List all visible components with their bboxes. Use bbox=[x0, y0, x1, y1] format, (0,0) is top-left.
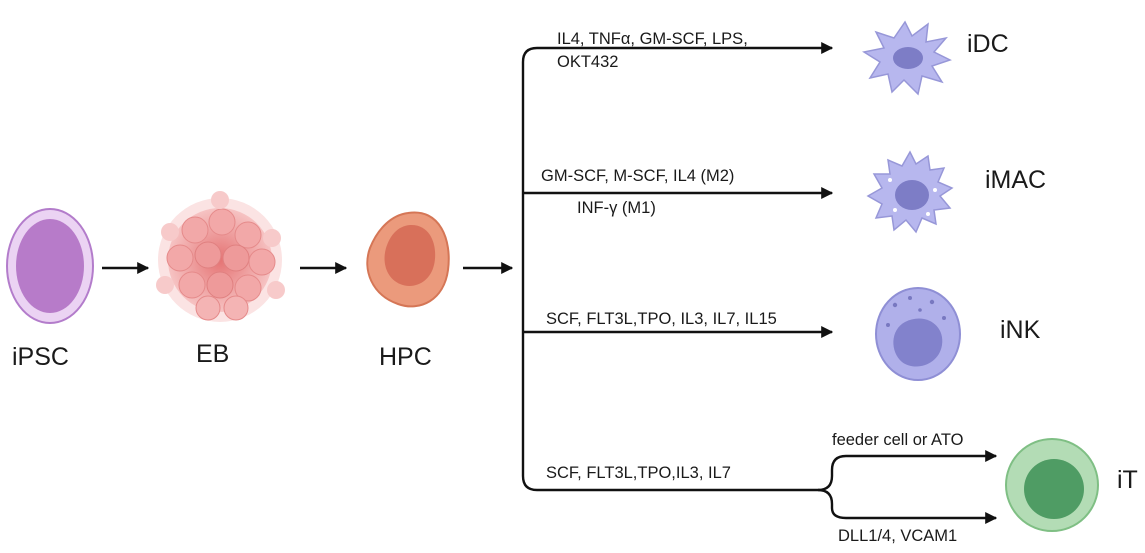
imac-cell-icon bbox=[866, 150, 954, 234]
imac-condition-line1: GM-SCF, M-SCF, IL4 (M2) bbox=[541, 167, 734, 185]
it-condition-line1: SCF, FLT3L,TPO,IL3, IL7 bbox=[546, 464, 731, 482]
it-condition-upper: feeder cell or ATO bbox=[832, 431, 964, 449]
imac-label: iMAC bbox=[985, 166, 1046, 194]
it-label: iT bbox=[1117, 466, 1138, 494]
ink-label: iNK bbox=[1000, 316, 1041, 344]
it-cell-icon bbox=[1005, 438, 1099, 532]
eb-label: EB bbox=[196, 340, 229, 368]
branch-trunk-line bbox=[521, 46, 538, 492]
idc-condition-line2: OKT432 bbox=[557, 53, 618, 71]
it-condition-lower: DLL1/4, VCAM1 bbox=[838, 527, 957, 545]
hpc-label: HPC bbox=[379, 343, 432, 371]
hpc-cell-icon bbox=[366, 211, 450, 308]
arrow-to-it-lower bbox=[817, 488, 998, 524]
idc-label: iDC bbox=[967, 30, 1009, 58]
idc-cell-icon bbox=[862, 20, 952, 96]
ink-condition-line1: SCF, FLT3L,TPO, IL3, IL7, IL15 bbox=[546, 310, 777, 328]
ipsc-cell-icon bbox=[6, 208, 94, 324]
eb-cluster-icon bbox=[156, 191, 285, 322]
idc-condition-line1: IL4, TNFα, GM-SCF, LPS, bbox=[557, 30, 748, 48]
imac-condition-line2: INF-γ (M1) bbox=[577, 199, 656, 217]
ipsc-label: iPSC bbox=[12, 343, 69, 371]
arrow-to-it-upper bbox=[817, 450, 998, 492]
ink-cell-icon bbox=[875, 287, 961, 381]
